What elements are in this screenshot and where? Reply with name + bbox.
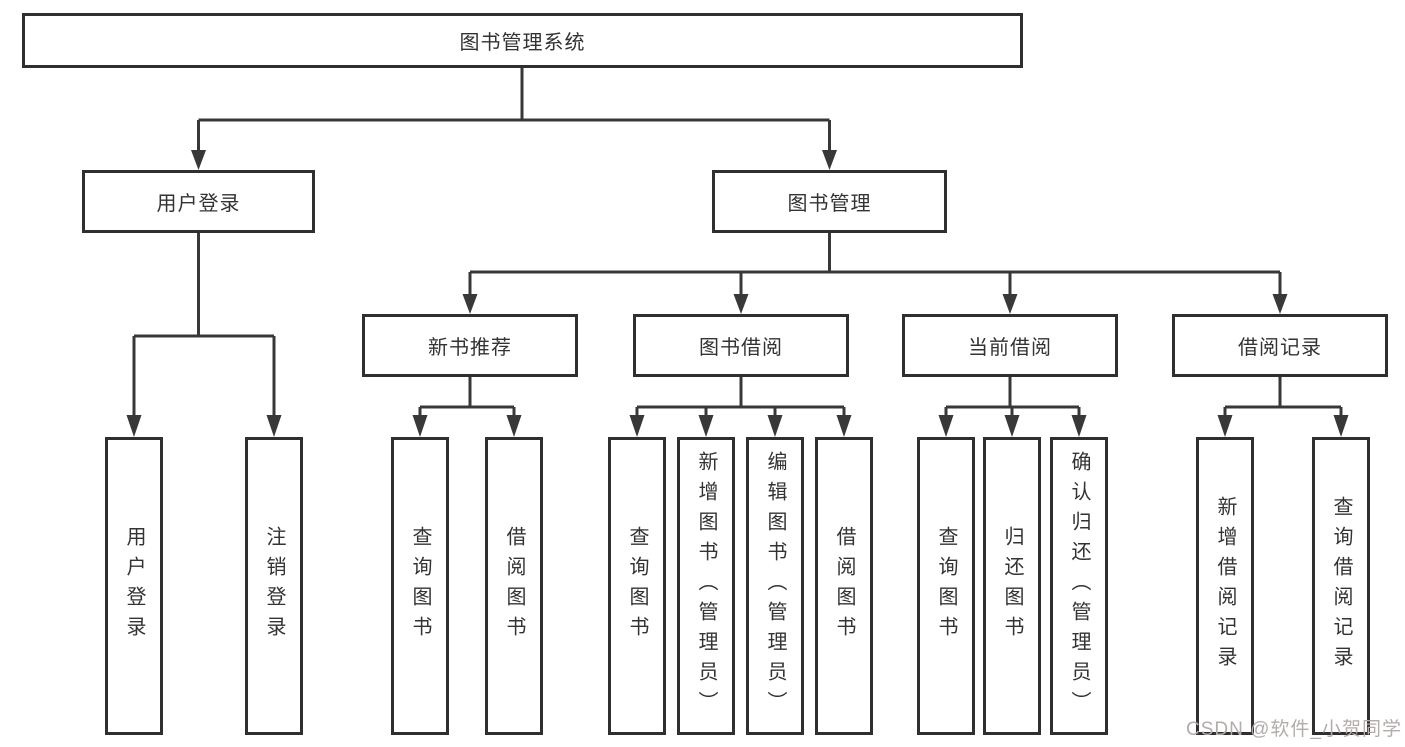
leaf-borrow-books-recommend: 借阅图书: [485, 437, 543, 735]
connector-current-borrow-to-leaves: [938, 377, 1087, 437]
node-book-borrow: 图书借阅: [633, 314, 849, 377]
connector-user-login-to-leaves: [126, 233, 282, 437]
connector-root-to-level2: [191, 68, 837, 170]
node-borrow-records: 借阅记录: [1172, 314, 1388, 377]
node-current-borrow: 当前借阅: [902, 314, 1118, 377]
leaf-query-books-borrow: 查询图书: [608, 437, 666, 735]
node-book-management: 图书管理: [712, 170, 947, 233]
leaf-query-books-recommend: 查询图书: [391, 437, 449, 735]
connector-book-borrow-to-leaves: [629, 377, 852, 437]
leaf-add-books-admin: 新增图书（管理员）: [677, 437, 735, 735]
node-user-login: 用户登录: [82, 170, 315, 233]
connector-new-book-recommend-to-leaves: [412, 377, 522, 437]
node-root-system: 图书管理系统: [22, 13, 1023, 68]
connector-book-management-to-level3: [462, 233, 1288, 314]
connector-borrow-records-to-leaves: [1217, 377, 1349, 437]
leaf-confirm-return-admin: 确认归还（管理员）: [1050, 437, 1108, 735]
node-new-book-recommend: 新书推荐: [362, 314, 578, 377]
leaf-query-borrow-record: 查询借阅记录: [1312, 437, 1370, 735]
leaf-borrow-books-borrow: 借阅图书: [815, 437, 873, 735]
leaf-query-books-current: 查询图书: [917, 437, 975, 735]
leaf-logout: 注销登录: [245, 437, 303, 735]
leaf-add-borrow-record: 新增借阅记录: [1196, 437, 1254, 735]
csdn-watermark: CSDN @软件_小贺同学: [1186, 719, 1402, 740]
leaf-user-login: 用户登录: [105, 437, 163, 735]
leaf-return-books: 归还图书: [983, 437, 1041, 735]
leaf-edit-books-admin: 编辑图书（管理员）: [746, 437, 804, 735]
